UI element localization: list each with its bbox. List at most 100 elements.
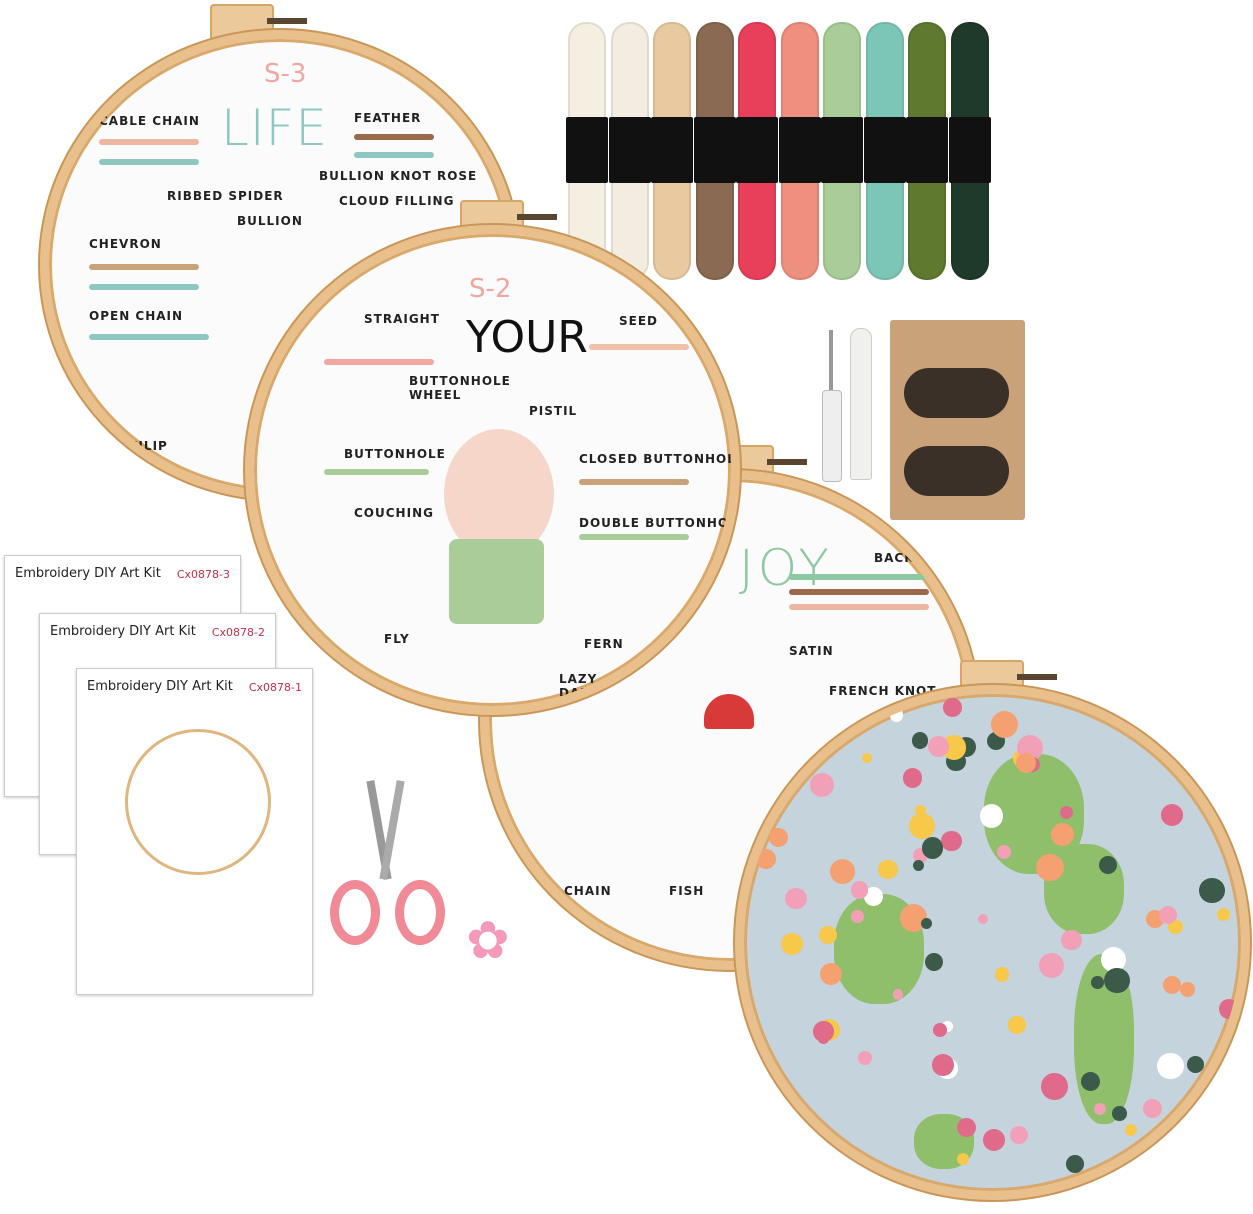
- flower-motif: [791, 736, 813, 758]
- needle-cap: [850, 328, 872, 480]
- flower-motif: [1158, 905, 1177, 924]
- flower-motif: [1104, 967, 1130, 993]
- flower-motif: [1059, 805, 1073, 820]
- stitch-label: COUCHING: [354, 506, 434, 520]
- flower-motif: [912, 732, 929, 749]
- flower-motif: [1009, 1126, 1028, 1145]
- flower-motif: [980, 804, 1004, 828]
- flower-motif: [1016, 753, 1037, 774]
- instruction-sheet: Embroidery DIY Art Kit Cx0878-1: [76, 668, 313, 995]
- flower-motif: [990, 710, 1019, 739]
- stitch-label: OPEN CHAIN: [89, 309, 184, 323]
- flower-motif: [819, 925, 838, 945]
- stitch-label: RIBBED SPIDER: [167, 189, 284, 203]
- hoop-word: JOY: [739, 539, 833, 597]
- flower-motif: [757, 723, 774, 740]
- flower-motif: [768, 1144, 782, 1158]
- flower-motif: [902, 767, 923, 788]
- thread-skein: [651, 22, 693, 280]
- hoop-word: YOUR: [466, 312, 588, 363]
- sheet-code: Cx0878-2: [211, 626, 265, 639]
- stitch-label: DOUBLE BUTTONHOLE: [579, 516, 740, 530]
- stitch-label: SATIN: [789, 644, 834, 658]
- flower-motif: [1217, 907, 1231, 921]
- flower-motif: [1065, 1155, 1084, 1173]
- flower-motif: [1061, 929, 1082, 951]
- flower-motif: [1111, 1106, 1127, 1121]
- flower-motif: [780, 933, 803, 956]
- stitch-label: FERN: [584, 637, 624, 651]
- flower-motif: [931, 1054, 954, 1077]
- stitch-label: BULLION: [237, 214, 303, 228]
- flower-motif: [809, 773, 834, 798]
- flower-motif: [957, 1117, 977, 1137]
- stitch-label: PISTIL: [529, 404, 578, 418]
- flower-motif: [941, 1020, 953, 1032]
- thread-skein: [821, 22, 863, 280]
- hoop-word: LIFE: [221, 99, 328, 157]
- flower-motif: [1036, 854, 1064, 882]
- flower-motif: [1199, 877, 1225, 904]
- flower-motif: [943, 698, 962, 717]
- flower-motif: [755, 849, 776, 870]
- flower-motif: [768, 828, 788, 848]
- hoop-number: S-3: [264, 59, 307, 89]
- flower-motif: [745, 1097, 759, 1111]
- sheet-title: Embroidery DIY Art Kit: [50, 624, 196, 639]
- stitch-label: FRENCH KNOT: [829, 684, 937, 698]
- flower-motif: [819, 962, 842, 986]
- flower-motif: [932, 1023, 947, 1038]
- needle-pack: [890, 320, 1025, 520]
- flower-motif: [864, 886, 884, 906]
- flower-motif: [1041, 1073, 1068, 1100]
- hoop-floral-cactus: [735, 685, 1250, 1200]
- flower-motif: [912, 860, 924, 872]
- flower-motif: [1161, 804, 1184, 827]
- stitch-label: CABLE CHAIN: [99, 114, 200, 128]
- thread-skein: [608, 22, 651, 280]
- sheet-title: Embroidery DIY Art Kit: [87, 679, 233, 694]
- flower-motif: [1219, 998, 1239, 1019]
- thread-skein: [863, 22, 906, 280]
- flower-motif: [851, 910, 864, 923]
- flower-motif: [957, 1152, 970, 1165]
- thread-skein: [736, 22, 778, 280]
- thread-skein: [948, 22, 991, 280]
- flower-motif: [994, 967, 1009, 982]
- flower-motif: [1186, 1055, 1204, 1073]
- flower-motif: [889, 708, 904, 722]
- flower-motif: [829, 859, 855, 885]
- flower-motif: [1168, 919, 1183, 935]
- stitch-label: BUTTONHOLE WHEEL: [409, 374, 511, 402]
- flower-motif: [1179, 981, 1196, 998]
- stitch-label: STRAIGHT: [364, 312, 440, 326]
- stitch-label: CLOUD FILLING: [339, 194, 455, 208]
- flower-motif: [997, 845, 1011, 859]
- flower-motif: [851, 881, 869, 899]
- flower-motif: [977, 914, 988, 925]
- flower-motif: [941, 830, 962, 852]
- flower-motif: [928, 735, 950, 757]
- stitch-label: FEATHER: [354, 111, 422, 125]
- flower-motif: [877, 859, 898, 880]
- flower-motif: [857, 1050, 873, 1066]
- flower-motif: [1091, 976, 1104, 989]
- flower-motif: [1124, 1124, 1137, 1137]
- stitch-label: LAZY DAISY: [559, 672, 606, 700]
- seam-ripper: [822, 330, 842, 482]
- hoop-s2: S-2 YOUR STRAIGHT SEED BUTTONHOLE WHEEL …: [245, 225, 740, 715]
- flower-motif: [780, 1160, 799, 1179]
- sheet-title: Embroidery DIY Art Kit: [15, 566, 161, 581]
- stitch-label: BACK: [874, 551, 915, 565]
- flower-motif: [1162, 975, 1181, 995]
- flower-motif: [785, 887, 807, 909]
- flower-motif: [861, 752, 872, 763]
- flower-motif: [1156, 1052, 1184, 1080]
- thread-skein: [906, 22, 948, 280]
- flower-motif: [892, 989, 904, 1000]
- flower-motif: [1098, 856, 1117, 875]
- flower-motif: [1050, 822, 1074, 846]
- flower-motif: [914, 804, 926, 816]
- thread-skein: [566, 22, 608, 280]
- flower-motif: [1093, 1102, 1106, 1115]
